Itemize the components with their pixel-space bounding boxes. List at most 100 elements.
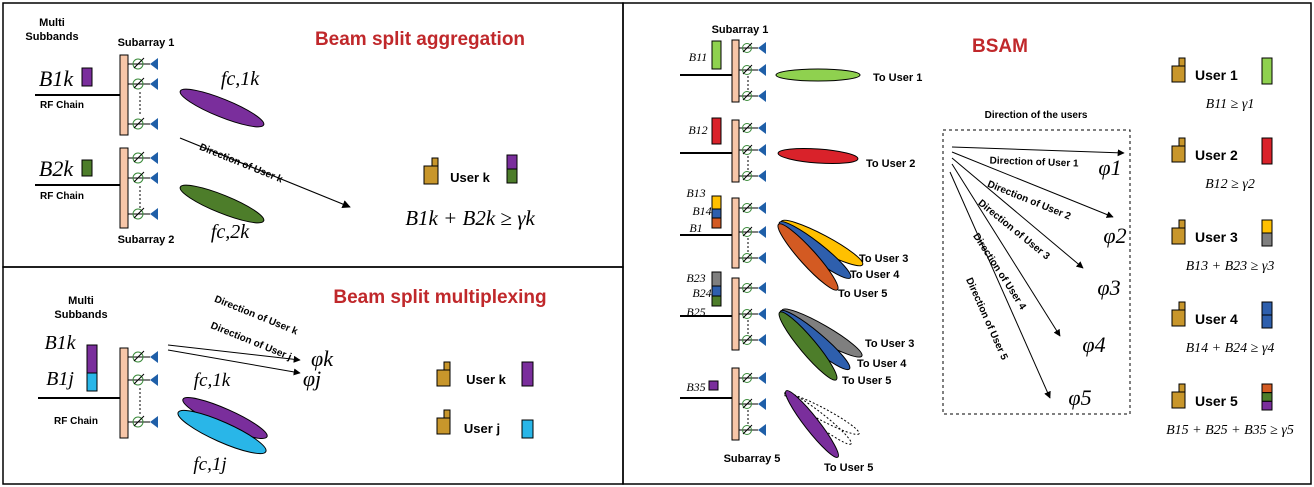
multiplexing-title: Beam split multiplexing (333, 287, 546, 308)
dir-arrow-1 (951, 146, 1125, 157)
user-legend-swatch (1261, 400, 1273, 411)
bsam-band-4: B14 (692, 204, 711, 218)
legend-green (506, 168, 518, 184)
direction-user-k: Direction of User k (198, 142, 285, 186)
beam-mux-cyan (177, 409, 267, 455)
phi-5: φ5 (1068, 385, 1091, 410)
bsam-band-6: B23 (686, 271, 705, 285)
bsam-beam-5c (785, 390, 839, 458)
dir-arrow-2 (951, 151, 1114, 218)
antenna-element (739, 122, 766, 134)
beam-green (179, 184, 265, 224)
antenna-element (739, 90, 766, 102)
user-legend-swatch (1261, 219, 1273, 234)
aggregation-constraint: B1k + B2k ≥ γk (405, 206, 535, 230)
to-user-4b: To User 4 (857, 358, 907, 370)
user-legend-swatch (1261, 57, 1273, 85)
to-user-3: To User 3 (859, 253, 908, 265)
aggregation-title: Beam split aggregation (315, 29, 525, 50)
bsam-beam-2 (777, 147, 859, 165)
legend-mux-cyan (521, 419, 534, 439)
beam-mux-label-k: fc,1k (194, 370, 231, 391)
user-constraint: B12 ≥ γ2 (1205, 177, 1255, 192)
bsam-subarray-5: Subarray 5 (724, 453, 781, 465)
user-j-mux-label: User j (464, 421, 500, 436)
bsam-title: BSAM (972, 36, 1028, 57)
antenna-element (739, 42, 766, 54)
user-legend-swatch (1261, 383, 1273, 394)
phi-k: φk (311, 346, 334, 371)
user-constraint: B11 ≥ γ1 (1206, 97, 1255, 112)
user-k-icon (436, 361, 451, 387)
antenna-element (739, 170, 766, 182)
bsam-beam-4c (778, 311, 838, 381)
beam-label-1: fc,1k (221, 68, 260, 90)
user-constraint: B13 + B23 ≥ γ3 (1186, 259, 1275, 274)
bsam-antennas (739, 42, 766, 436)
legend-mux-purple (521, 361, 534, 387)
to-user-1: To User 1 (873, 72, 922, 84)
user-legend-label: User 3 (1195, 229, 1238, 245)
user-constraint: B14 + B24 ≥ γ4 (1186, 341, 1275, 356)
phi-3: φ3 (1097, 275, 1120, 300)
antenna-element (739, 64, 766, 76)
directions-box-title: Direction of the users (985, 110, 1088, 121)
bsam-band-9: B35 (686, 380, 705, 394)
direction-user-1: Direction of User 1 (989, 155, 1079, 169)
bsam-beam-3c (777, 223, 839, 291)
to-user-5: To User 5 (838, 288, 887, 300)
user-legend-label: User 4 (1195, 311, 1238, 327)
phi-j: φj (303, 366, 321, 391)
user-icon (1171, 309, 1186, 327)
agg-subarray-1 (35, 54, 158, 136)
bsam-beam-1 (775, 68, 861, 82)
antenna-element (739, 252, 766, 264)
bsam-subarray-1: Subarray 1 (712, 24, 769, 36)
mux-subarray (38, 344, 158, 439)
user-icon (1171, 65, 1186, 83)
user-legend-label: User 1 (1195, 67, 1238, 83)
bsam-subarrays (680, 39, 740, 441)
rf-chain-2: RF Chain (40, 191, 84, 202)
bsam-beam-5b (784, 391, 852, 445)
antenna-element (739, 226, 766, 238)
user-legend-row: User 3 B13 + B23 ≥ γ3 (1171, 219, 1275, 274)
bsam-band-7: B24 (692, 286, 711, 300)
dir-arrow-4 (951, 163, 1061, 337)
beam-purple (179, 88, 265, 128)
antenna-element (739, 144, 766, 156)
user-legend-swatch (1261, 232, 1273, 247)
bsam-band-2: B12 (688, 123, 707, 137)
subarray-1-label: Subarray 1 (118, 37, 175, 49)
user-icon (423, 157, 439, 185)
to-user-5b: To User 5 (842, 375, 891, 387)
user-k-label: User k (450, 170, 491, 185)
band-b1k: B1k (39, 66, 74, 91)
beam-mux-label-j: fc,1j (193, 454, 226, 475)
to-user-3b: To User 3 (865, 338, 914, 350)
agg-subarray-2 (35, 147, 158, 229)
user-legend-row: User 1 B11 ≥ γ1 (1171, 57, 1273, 112)
antenna-element (739, 424, 766, 436)
dir-arrow-3 (951, 157, 1084, 269)
phi-1: φ1 (1098, 155, 1121, 180)
user-icon (1171, 145, 1186, 163)
direction-arrow-mux-j (167, 349, 301, 376)
user-legend-swatch (1261, 392, 1273, 402)
user-legend-row: User 4 B14 + B24 ≥ γ4 (1171, 301, 1275, 356)
antenna-element (739, 372, 766, 384)
band-b1j-mux: B1j (46, 368, 74, 390)
bsam-panel (622, 2, 1312, 485)
bsam-band-8: B25 (686, 305, 705, 319)
subarray-2-label: Subarray 2 (118, 234, 175, 246)
user-j-icon (436, 409, 451, 435)
directions-box (942, 129, 1131, 415)
subbands-label: Subbands (25, 31, 78, 43)
beam-label-2: fc,2k (211, 221, 250, 243)
bsam-band-3: B13 (686, 186, 705, 200)
user-legend-swatch (1261, 137, 1273, 165)
band-b1k-mux: B1k (44, 332, 76, 354)
